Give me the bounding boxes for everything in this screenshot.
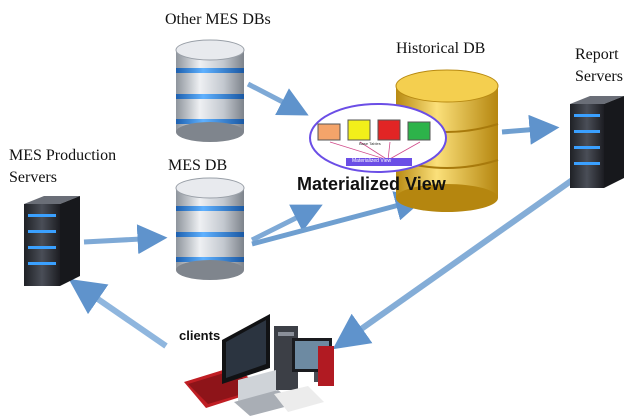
other-mes-dbs-label: Other MES DBs xyxy=(165,11,271,28)
database-icon xyxy=(175,39,245,142)
arrows xyxy=(68,81,580,350)
arrow-mesdb-to-historical xyxy=(251,191,426,247)
server-tower-icon xyxy=(570,96,624,188)
report-servers-label-line1: Report xyxy=(575,46,619,63)
mes-db-label: MES DB xyxy=(168,157,228,174)
computers-icon xyxy=(184,314,334,416)
mes-production-label-line1: MES Production xyxy=(9,147,117,164)
arrow-mesdb-to-view xyxy=(250,204,323,243)
server-tower-icon xyxy=(24,196,80,286)
arrow-report-to-clients xyxy=(332,173,580,350)
arrow-other-dbs-to-view xyxy=(246,81,309,116)
arrow-clients-to-production xyxy=(68,278,168,349)
inset-base-tables-label: Base Tables xyxy=(359,141,381,146)
database-icon xyxy=(175,177,245,280)
arrow-historical-to-report xyxy=(501,114,560,145)
mes-production-label-line2: Servers xyxy=(9,169,57,186)
inset-materialized-view-label: Materialized View xyxy=(352,158,392,164)
materialized-view-label: Materialized View xyxy=(297,174,446,194)
report-servers-label-line2: Servers xyxy=(575,68,623,85)
database-icon xyxy=(395,69,499,212)
materialized-view-inset xyxy=(309,103,447,173)
clients-label: clients xyxy=(179,328,221,343)
historical-db-label: Historical DB xyxy=(396,40,486,57)
arrow-production-to-mesdb xyxy=(83,224,168,255)
